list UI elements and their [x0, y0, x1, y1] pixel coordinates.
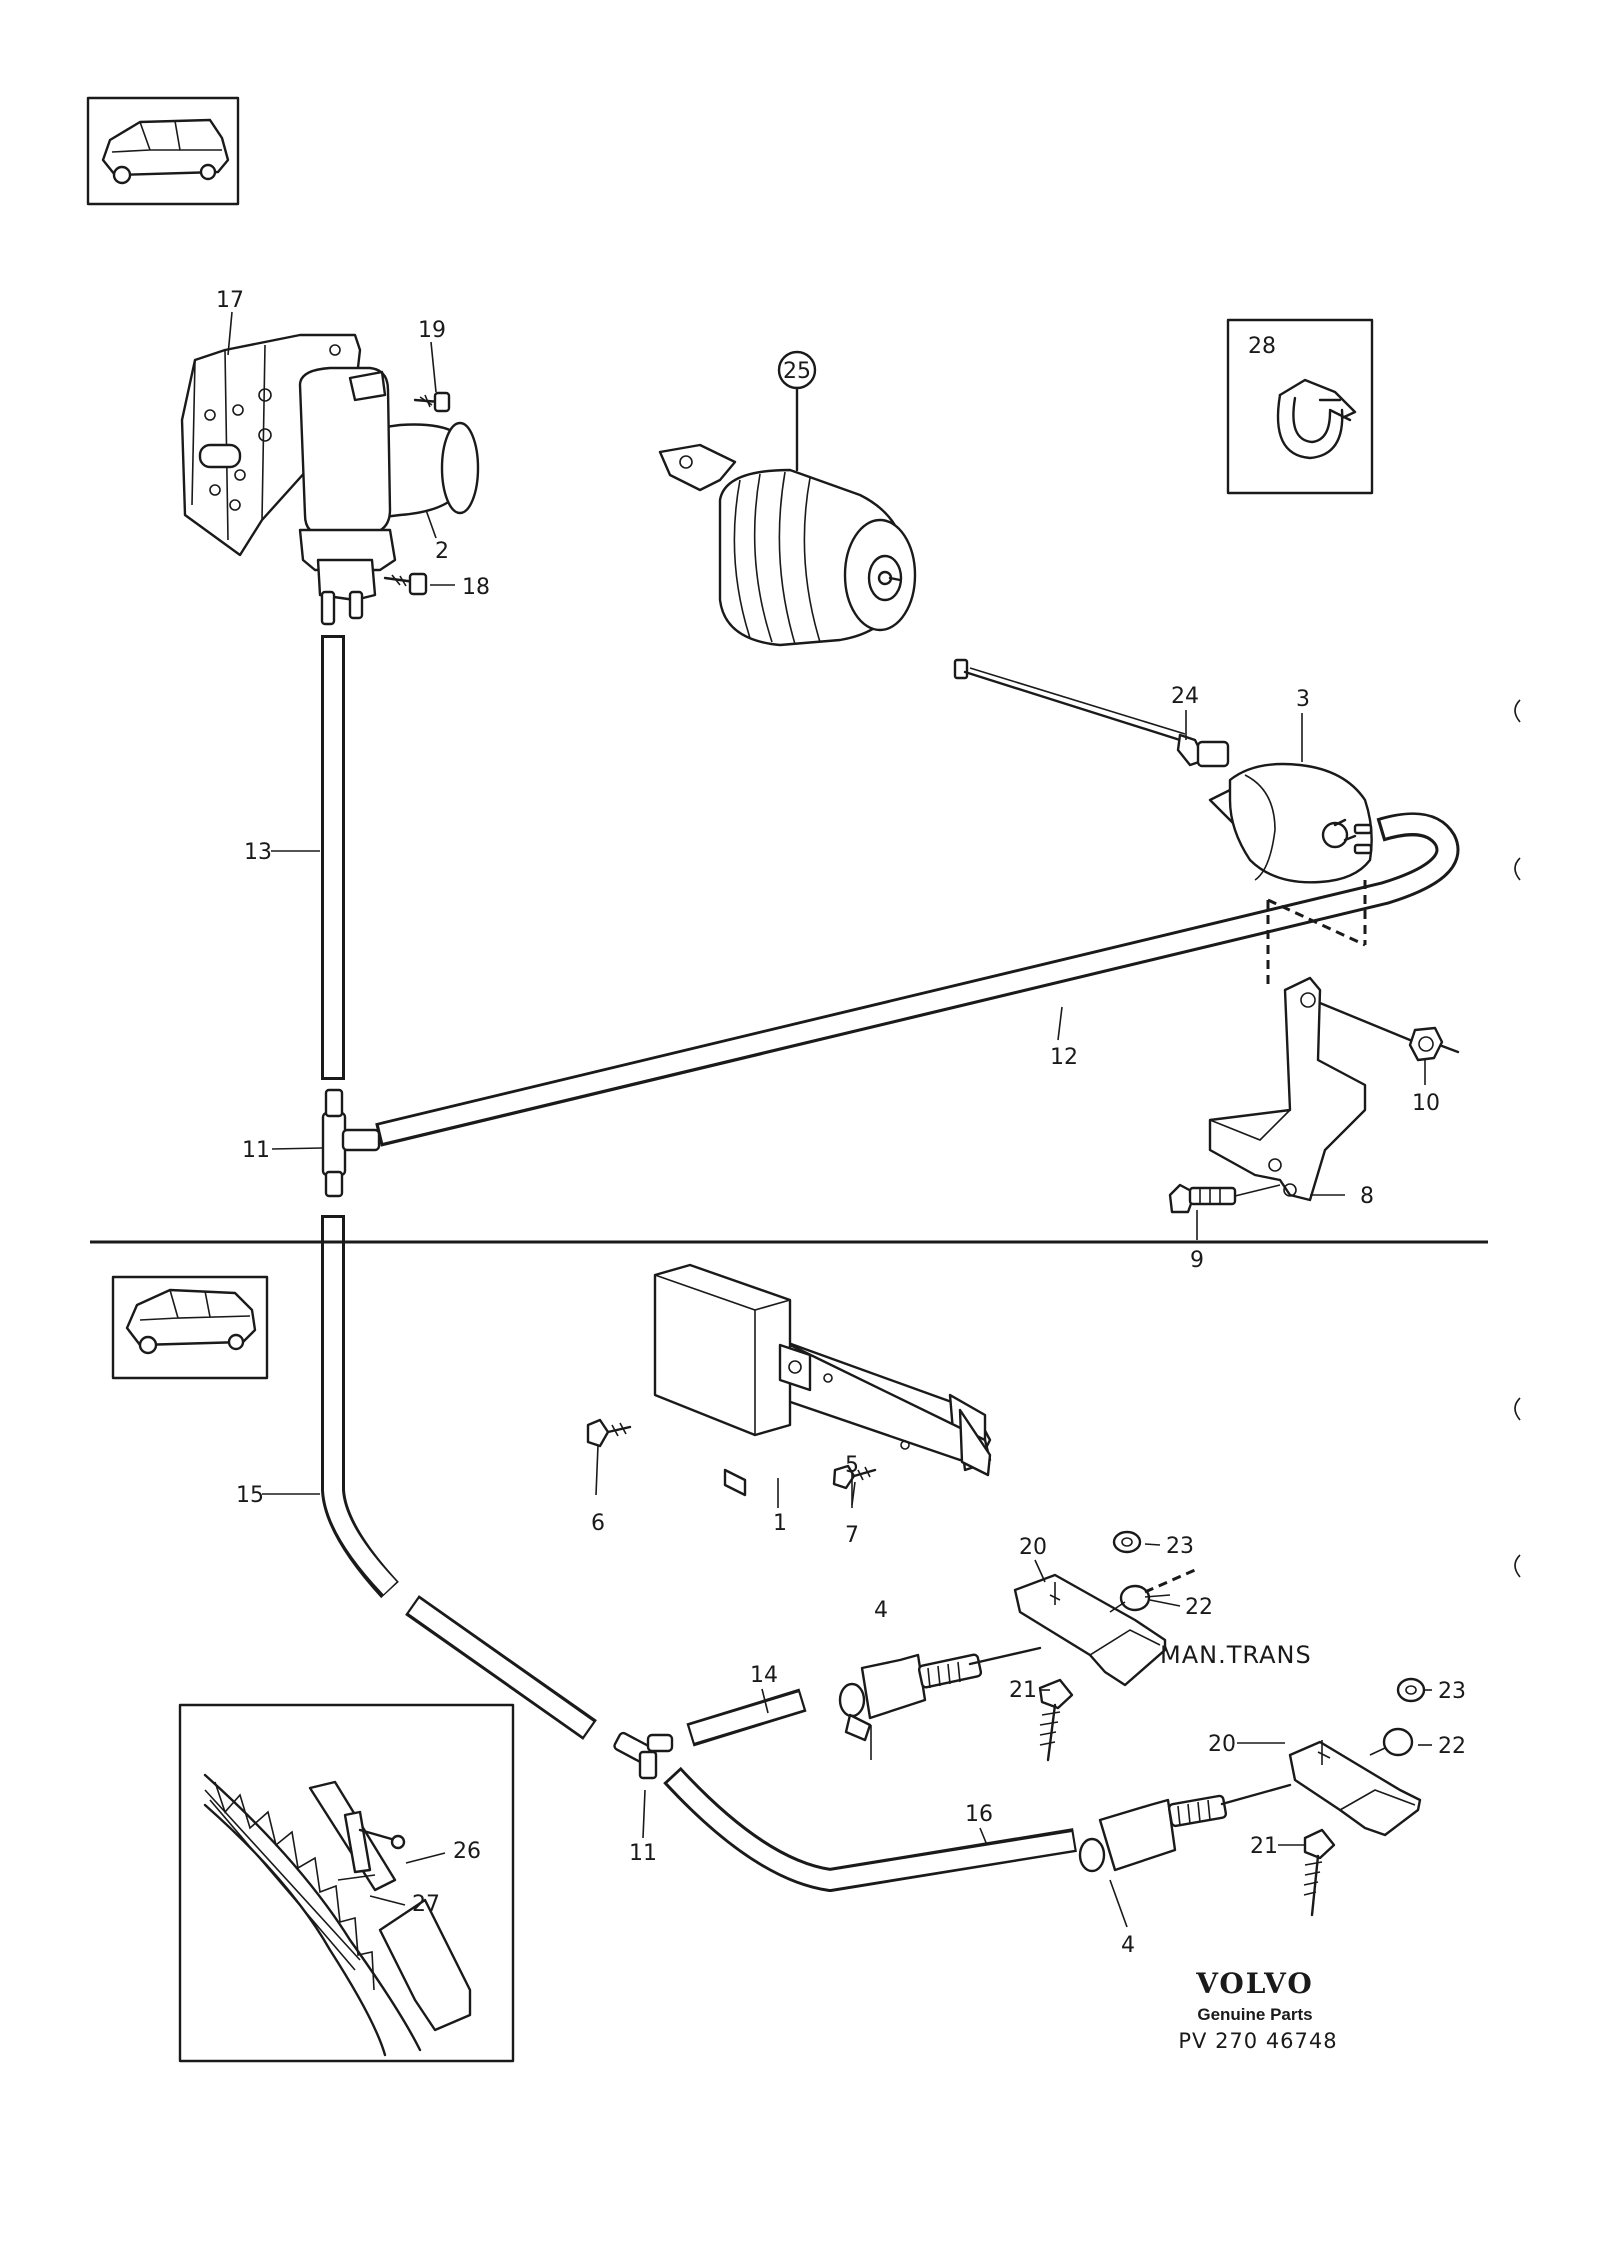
- label-9: 9: [1190, 1248, 1204, 1273]
- label-13: 13: [244, 840, 272, 865]
- brand-subtitle: Genuine Parts: [1197, 2005, 1312, 2024]
- bolt-19: [413, 391, 451, 413]
- illustration-code: PV 270 46748: [1178, 2029, 1337, 2053]
- washer-23-lower: [1396, 1677, 1426, 1703]
- label-3: 3: [1296, 687, 1310, 712]
- label-26: 26: [453, 1839, 481, 1864]
- label-21-upper: 21: [1009, 1678, 1037, 1703]
- hose-15: [321, 1215, 597, 1740]
- label-17: 17: [216, 288, 244, 313]
- bolt-9: [1168, 1183, 1281, 1214]
- label-15: 15: [236, 1483, 264, 1508]
- label-23-lower: 23: [1438, 1679, 1466, 1704]
- pedal-inset: [178, 1703, 515, 2063]
- switch-4-lower: [1078, 1783, 1292, 1873]
- hose-12: [375, 812, 1460, 1147]
- screw-6: [586, 1418, 632, 1448]
- part-labels: 17 19 2 18 25 28 24 3 13 12 10 8 9 11 15…: [216, 288, 1466, 1958]
- screw-21-upper: [1038, 1678, 1074, 1762]
- label-19: 19: [418, 318, 446, 343]
- label-5: 5: [845, 1453, 859, 1478]
- vacuum-pump-assembly: [180, 333, 480, 626]
- label-2: 2: [435, 539, 449, 564]
- label-10: 10: [1412, 1091, 1440, 1116]
- volvo-logo: VOLVO: [1195, 1967, 1314, 2000]
- washer-23-upper: [1112, 1530, 1142, 1554]
- label-4-lower: 4: [1121, 1933, 1135, 1958]
- label-22-lower: 22: [1438, 1734, 1466, 1759]
- label-28: 28: [1248, 334, 1276, 359]
- screw-7: [832, 1464, 877, 1490]
- label-6: 6: [591, 1511, 605, 1536]
- grommet-22-upper: [1109, 1568, 1196, 1613]
- screw-21-lower: [1303, 1828, 1336, 1917]
- man-trans-note: MAN.TRANS: [1160, 1641, 1312, 1669]
- vacuum-servo-3: [1208, 762, 1373, 884]
- label-14: 14: [750, 1663, 778, 1688]
- label-27: 27: [412, 1892, 440, 1917]
- label-18: 18: [462, 575, 490, 600]
- label-22-upper: 22: [1185, 1595, 1213, 1620]
- label-21-lower: 21: [1250, 1834, 1278, 1859]
- bellows-actuator-25: [658, 350, 917, 647]
- bracket-8: [1208, 880, 1367, 1202]
- label-7: 7: [845, 1523, 859, 1548]
- leader-lines: [227, 311, 1432, 1928]
- bracket-20-upper: [1013, 1573, 1167, 1687]
- label-1: 1: [773, 1511, 787, 1536]
- label-4-upper: 4: [874, 1598, 888, 1623]
- cable-24: [953, 658, 1230, 768]
- control-unit-1: [653, 1263, 992, 1497]
- car-icon-middle: [111, 1275, 269, 1380]
- label-25: 25: [783, 359, 811, 384]
- switch-4-upper: [838, 1646, 1042, 1742]
- grommet-22-lower: [1369, 1727, 1414, 1757]
- label-8: 8: [1360, 1184, 1374, 1209]
- label-23-upper: 23: [1166, 1534, 1194, 1559]
- bolt-18: [383, 572, 428, 596]
- hose-14: [686, 1688, 807, 1747]
- label-16: 16: [965, 1802, 993, 1827]
- nut-10: [1318, 1001, 1460, 1062]
- t-connector-lower: [613, 1731, 674, 1780]
- label-24: 24: [1171, 684, 1199, 709]
- margin-marks: [1514, 699, 1521, 1578]
- label-11-upper: 11: [242, 1138, 270, 1163]
- label-20-upper: 20: [1019, 1535, 1047, 1560]
- bracket-20-lower: [1288, 1740, 1422, 1837]
- label-12: 12: [1050, 1045, 1078, 1070]
- car-icon-top: [86, 96, 240, 206]
- t-connector-upper: [321, 1088, 381, 1198]
- label-20-lower: 20: [1208, 1732, 1236, 1757]
- clip-inset: [1226, 318, 1374, 495]
- label-11-lower: 11: [629, 1841, 657, 1866]
- brand-block: VOLVO Genuine Parts PV 270 46748: [1178, 1967, 1337, 2053]
- hose-16: [663, 1766, 1077, 1892]
